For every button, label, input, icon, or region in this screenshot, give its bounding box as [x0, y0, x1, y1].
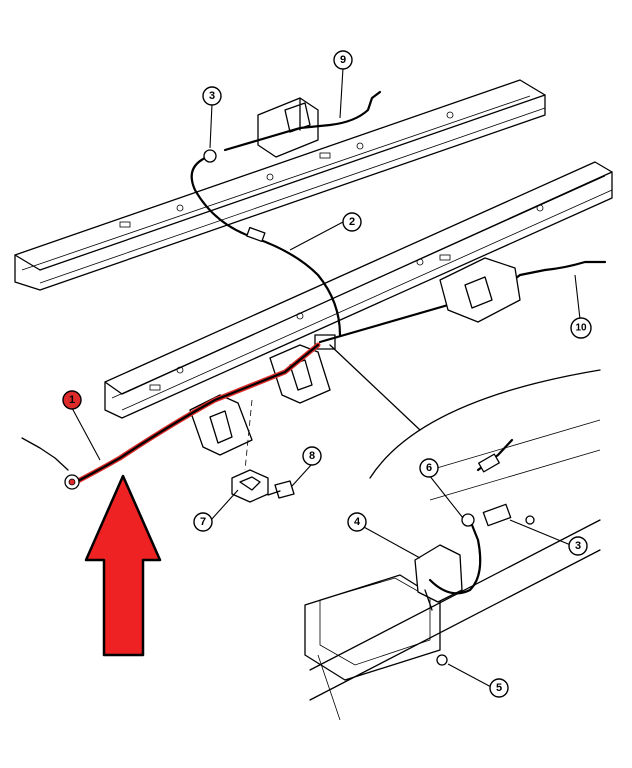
svg-text:3: 3	[575, 540, 581, 552]
svg-text:1: 1	[69, 394, 75, 406]
guide-line	[244, 399, 253, 471]
svg-text:10: 10	[575, 323, 587, 334]
upper-equalizer-bracket	[257, 97, 319, 158]
callout-9: 9	[333, 50, 353, 70]
front-cable	[68, 343, 320, 487]
svg-text:9: 9	[340, 54, 346, 66]
bolt-part	[267, 480, 295, 499]
callout-3-detail: 3	[568, 536, 588, 556]
lower-equalizer-bracket	[439, 257, 521, 323]
detail-view	[304, 419, 601, 721]
svg-text:2: 2	[349, 216, 355, 228]
lower-frame-rail	[104, 161, 613, 419]
svg-text:8: 8	[309, 450, 315, 462]
callout-10: 10	[570, 317, 592, 339]
detail-arc	[369, 369, 601, 479]
highlight-arrow	[84, 474, 162, 657]
svg-text:5: 5	[496, 682, 502, 694]
detail-leader	[329, 344, 421, 431]
callout-2: 2	[342, 212, 362, 232]
center-brackets	[189, 334, 336, 456]
front-cable-end	[21, 437, 69, 471]
svg-text:6: 6	[426, 462, 432, 474]
callout-6: 6	[419, 458, 439, 478]
callout-5: 5	[489, 678, 509, 698]
rear-cable-left	[318, 260, 607, 344]
callout-3-top: 3	[202, 86, 222, 106]
upper-frame-rail	[14, 79, 546, 291]
svg-text:4: 4	[354, 516, 361, 528]
cable-fitting	[203, 149, 217, 163]
rear-cable-right	[223, 90, 382, 152]
mounting-bracket-part	[231, 469, 269, 503]
svg-text:7: 7	[200, 516, 206, 528]
callout-8: 8	[302, 446, 322, 466]
callout-7: 7	[193, 512, 213, 532]
callout-4: 4	[347, 512, 367, 532]
callout-1: 1	[62, 390, 82, 410]
svg-text:3: 3	[209, 90, 215, 102]
